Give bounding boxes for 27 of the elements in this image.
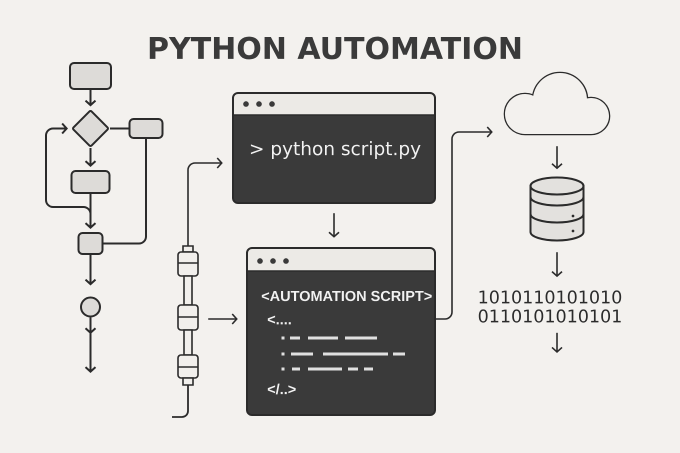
arrow [435, 126, 493, 320]
title: PYTHON AUTOMATION [150, 36, 520, 60]
connector-line [110, 128, 128, 130]
code-text: </..> [268, 384, 296, 394]
arrow [208, 313, 238, 325]
process-box [78, 232, 104, 255]
arrow [551, 146, 563, 170]
arrow [84, 194, 96, 229]
code-heading: <AUTOMATION SCRIPT> [262, 290, 432, 302]
arrow [328, 213, 340, 238]
code-text: <.... [268, 316, 291, 324]
database-icon [530, 176, 584, 242]
process-box [128, 118, 164, 139]
arrow [84, 255, 96, 286]
arrow [84, 318, 96, 373]
binary-text: 1010110101010 0110101010101 [478, 290, 622, 323]
decision-diamond [72, 110, 109, 147]
connector-line [104, 139, 147, 244]
arrow [551, 332, 563, 353]
command-text: > python script.py [250, 141, 421, 159]
process-box [70, 170, 110, 194]
arrow [84, 148, 96, 167]
arrow [551, 252, 563, 278]
process-box [69, 62, 112, 90]
cable-illustration [172, 245, 199, 418]
arrow [187, 157, 223, 246]
arrow [84, 90, 96, 106]
